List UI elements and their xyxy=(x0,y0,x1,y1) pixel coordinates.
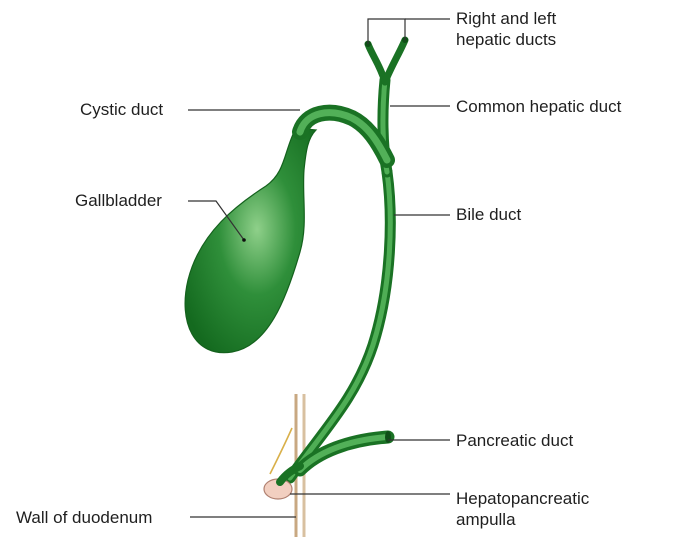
label-gallbladder: Gallbladder xyxy=(75,190,162,211)
label-cystic-duct: Cystic duct xyxy=(80,99,163,120)
ampulla-outline xyxy=(270,428,292,474)
left-hepatic-duct xyxy=(385,40,405,82)
gallbladder xyxy=(185,128,316,353)
label-wall-of-duodenum: Wall of duodenum xyxy=(16,507,152,528)
label-common-hepatic-duct: Common hepatic duct xyxy=(456,96,621,117)
label-bile-duct: Bile duct xyxy=(456,204,521,225)
label-hepatopancreatic-ampulla: Hepatopancreatic ampulla xyxy=(456,488,589,530)
right-hepatic-duct xyxy=(368,44,385,82)
label-pancreatic-duct: Pancreatic duct xyxy=(456,430,573,451)
label-hepatic-ducts: Right and left hepatic ducts xyxy=(456,8,556,50)
